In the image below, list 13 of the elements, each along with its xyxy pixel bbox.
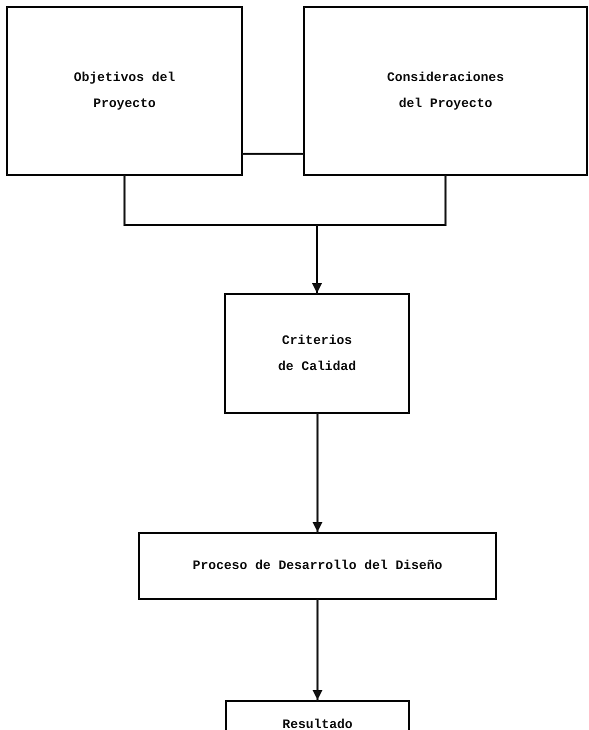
node-label: Proceso de Desarrollo del Diseño — [192, 557, 442, 575]
node-label: Resultado — [282, 716, 353, 730]
node-label: Objetivos del Proyecto — [72, 69, 176, 113]
process-box — [224, 293, 410, 414]
node-label: Criterios de Calidad — [277, 332, 357, 376]
arrow — [312, 176, 446, 293]
process-box — [303, 6, 588, 176]
arrow — [312, 414, 322, 532]
process-box — [138, 532, 497, 600]
node-label: Consideraciones del Proyecto — [386, 69, 506, 113]
arrow — [312, 600, 322, 700]
connector-line — [243, 152, 303, 155]
process-box — [6, 6, 243, 176]
